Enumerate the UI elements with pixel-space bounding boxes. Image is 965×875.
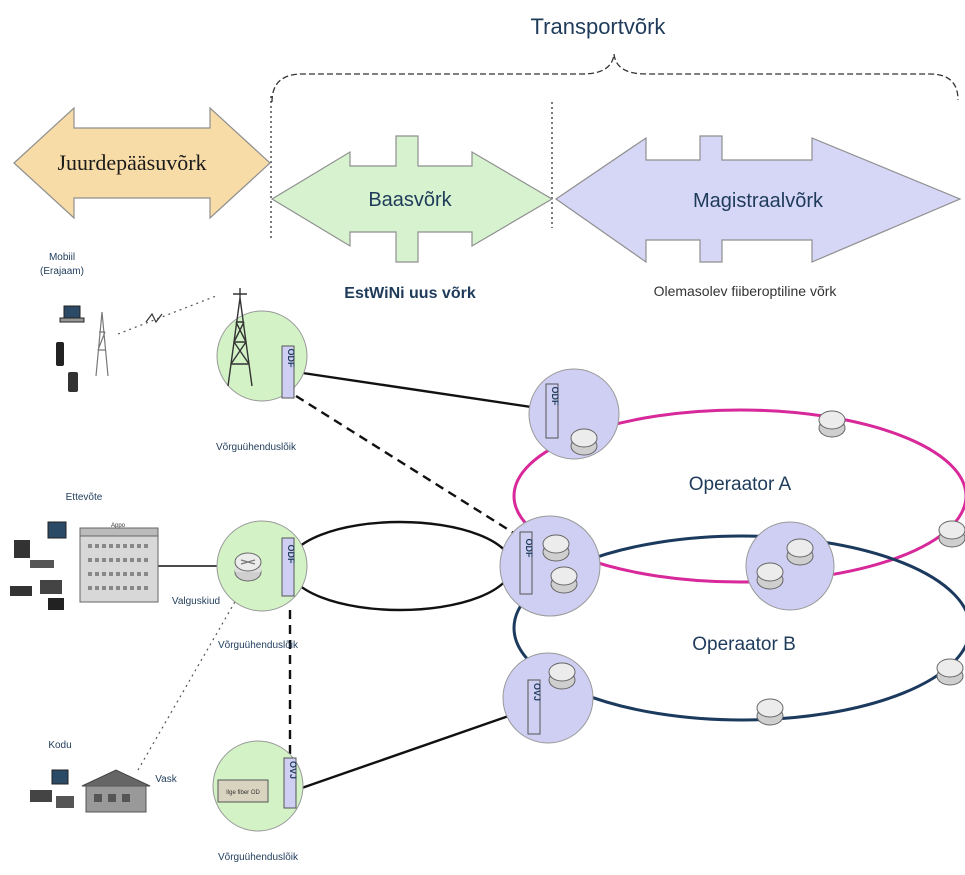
ovj-label-bottom: OVJ [288, 761, 298, 779]
building-sign: Appo [111, 523, 126, 529]
phone-icon [56, 342, 78, 392]
mast-icon [227, 288, 253, 387]
backbone-network-label: Magistraalvõrk [693, 190, 824, 212]
business-client-label: Ettevõte [66, 492, 103, 503]
mobile-client-sublabel: (Erajaam) [40, 266, 84, 277]
access-network-arrow [13, 106, 271, 220]
ovj-label-backbone-bottom: OVJ [532, 683, 542, 701]
mobile-client-label: Mobiil [49, 252, 75, 263]
node-label-top: Võrguühenduslõik [216, 442, 297, 453]
access-node-middle [216, 520, 308, 612]
copper-link-home [137, 599, 237, 771]
cell-tower-icon [95, 311, 109, 377]
backbone-network-subtitle: Olemasolev fiiberoptiline võrk [654, 283, 838, 299]
ring-router-icons [756, 410, 965, 726]
base-network-label: Baasvõrk [368, 189, 452, 211]
wireless-zigzag [145, 312, 163, 324]
operator-a-label: Operaator A [689, 474, 792, 495]
operator-a-ring [512, 408, 965, 584]
base-network-subtitle: EstWiNi uus võrk [344, 285, 476, 302]
router-icon [234, 552, 262, 582]
operator-b-ring [512, 534, 965, 722]
home-pc-icon [30, 769, 74, 808]
workstation-icon [10, 521, 67, 610]
transport-brace [271, 53, 959, 103]
access-network-label: Juurdepääsuvõrk [57, 150, 206, 175]
backbone-node-right [745, 521, 835, 611]
node-label-middle: Võrguühenduslõik [218, 640, 299, 651]
home-client-label: Kodu [48, 740, 71, 751]
odf-label-top: ODF [286, 349, 296, 369]
node-label-bottom: Võrguühenduslõik [218, 852, 299, 863]
operator-b-label: Operaator B [692, 634, 796, 655]
odf-label-backbone-top: ODF [550, 387, 560, 407]
office-building-icon [79, 527, 159, 603]
house-icon [81, 769, 151, 813]
fiber-loop-middle [286, 520, 514, 612]
fiber-link-bottom [295, 708, 527, 792]
dashed-link-diagonal [295, 394, 529, 544]
access-node-top [216, 288, 308, 402]
backbone-node-top [528, 368, 620, 460]
access-node-bottom [212, 740, 304, 832]
copper-link-label: Vask [155, 774, 177, 785]
backbone-node-middle [499, 515, 601, 617]
backbone-node-bottom [502, 652, 594, 744]
fiber-link-top [295, 370, 539, 410]
backbone-network-arrow [554, 135, 962, 264]
equipment-box-label: Ilge fiber OD [226, 790, 260, 796]
base-network-arrow [270, 135, 554, 263]
wireless-link [117, 295, 217, 335]
laptop-icon [59, 305, 85, 323]
odf-label-middle: ODF [286, 545, 296, 565]
diagram-title: Transportvõrk [531, 14, 667, 39]
fiber-link-label: Valguskiud [172, 596, 220, 607]
odf-label-backbone-middle: ODF [524, 539, 534, 559]
